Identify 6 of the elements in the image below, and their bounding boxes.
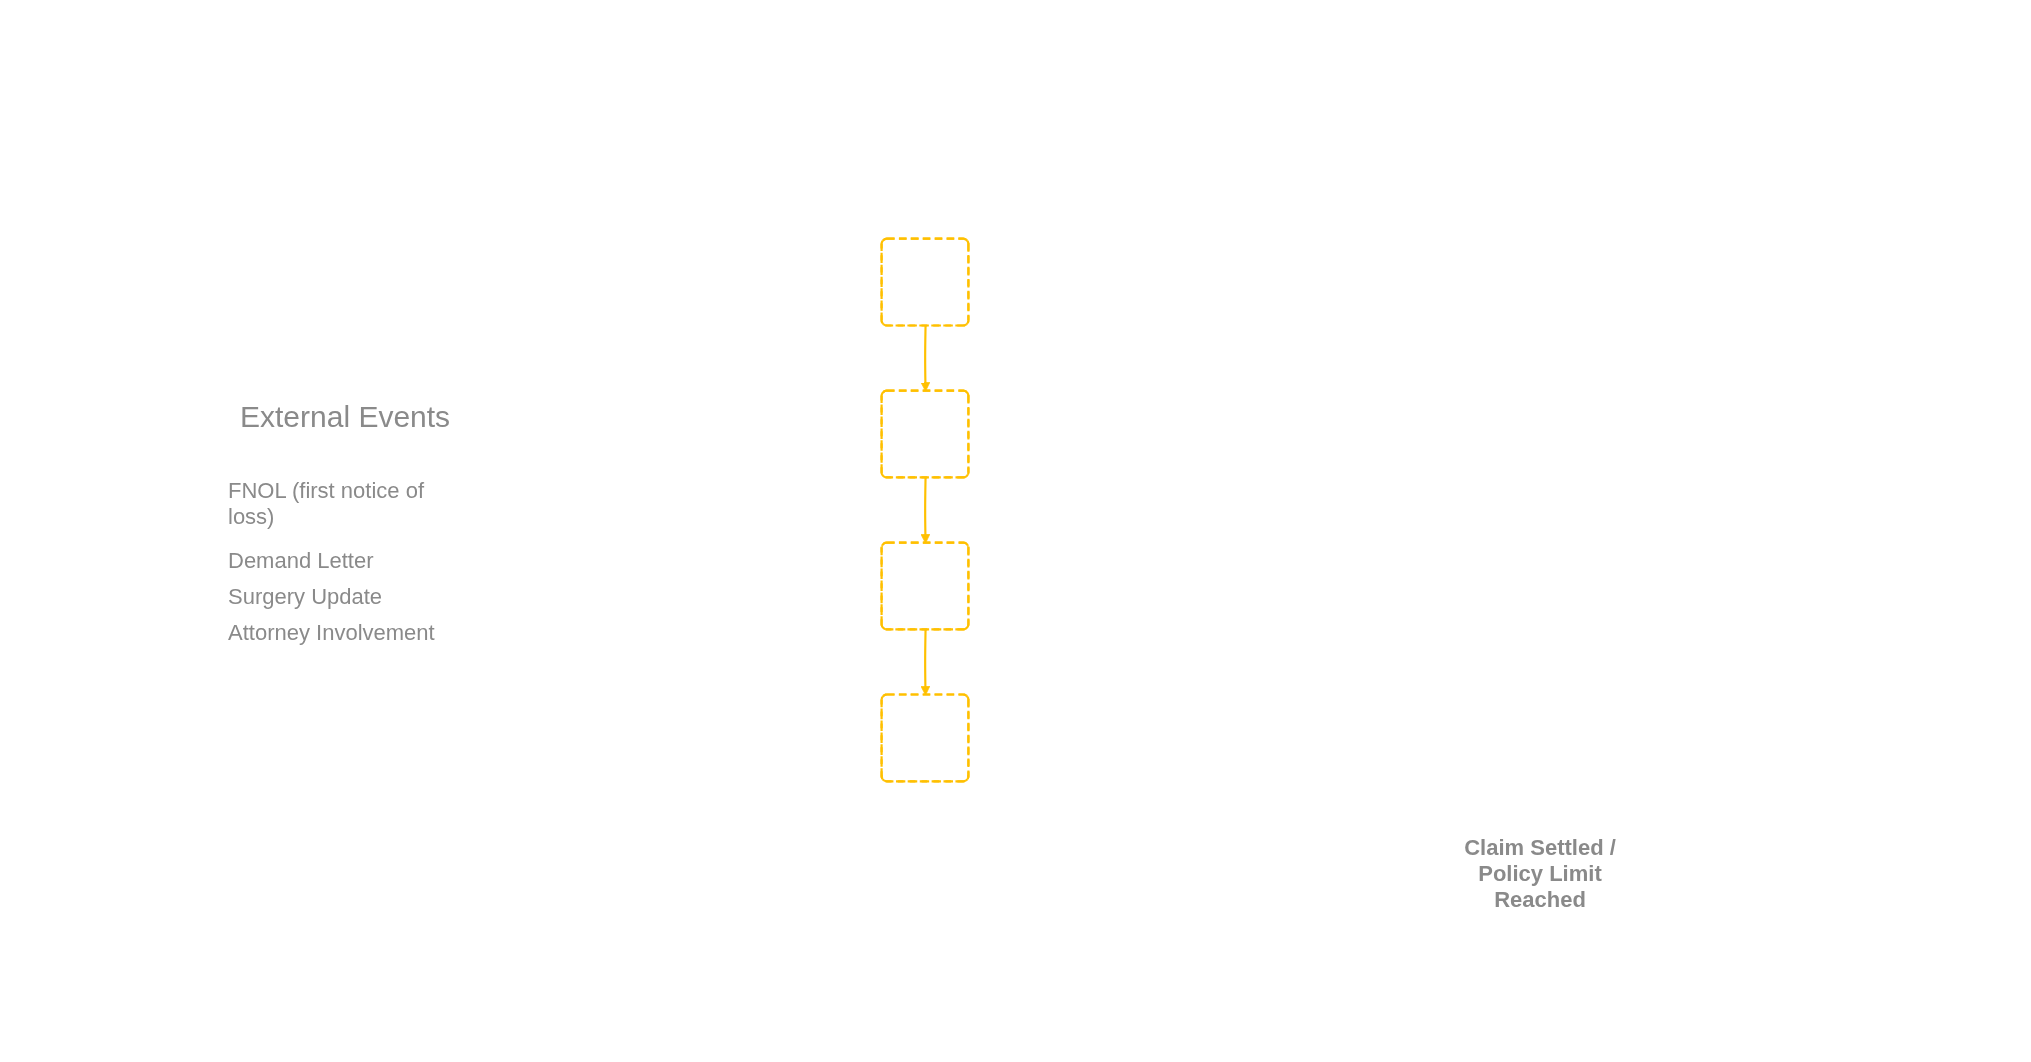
- event-list-item: FNOL (first notice of loss): [228, 478, 425, 530]
- event-list-item: Demand Letter: [228, 548, 374, 574]
- event-list-item: Attorney Involvement: [228, 620, 435, 646]
- section-heading: External Events: [240, 400, 451, 434]
- event-list-item: Surgery Update: [228, 584, 383, 610]
- end-state-label: Claim Settled / Policy Limit Reached: [1463, 835, 1617, 913]
